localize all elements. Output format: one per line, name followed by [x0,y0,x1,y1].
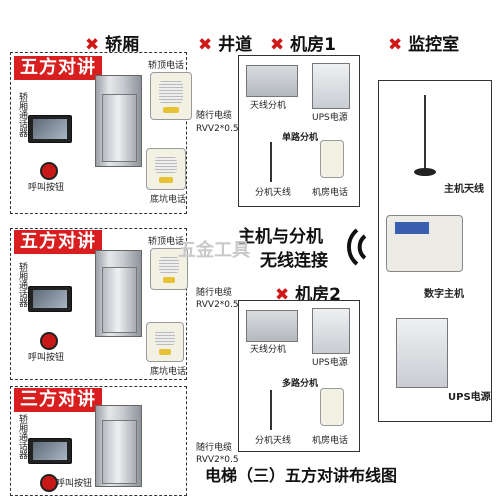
section1-frame [10,52,187,214]
wireless-signal-icon [346,228,367,266]
label-ups-2: UPS电源 [312,358,348,368]
top-phone-2 [150,248,188,290]
footer-title: 电梯（三）五方对讲布线图 [205,466,398,485]
section3-banner: 三方对讲 [14,388,102,412]
watermark: 五金工具 [178,240,250,261]
call-button-2 [40,332,58,350]
elevator-car-3 [95,405,142,487]
label-multi-ext: 多路分机 [282,379,319,389]
ext-antenna-1 [270,142,272,182]
ups-1 [312,63,350,109]
label-spec-2: RVV2*0.5 [196,300,239,310]
section2-frame [10,228,187,380]
label-ups-1: UPS电源 [312,113,348,123]
label-call-button-1: 呼叫按钮 [28,183,65,193]
ext-antenna-2 [270,390,272,430]
antenna-extension-1 [246,65,298,97]
car-intercom-1 [28,115,72,143]
header-monitor: ✖ 监控室 [388,35,460,55]
center-line2: 无线连接 [260,251,328,271]
label-top-phone-2: 轿顶电话 [148,237,185,247]
label-ext-antenna-1: 分机天线 [255,188,292,198]
label-room-phone-1: 机房电话 [312,188,349,198]
section1-banner: 五方对讲 [14,56,102,80]
antenna-extension-2 [246,310,298,342]
pit-phone-1 [146,148,186,190]
call-button-3 [40,474,58,492]
main-antenna [424,95,426,170]
label-antenna-ext-2: 天线分机 [250,345,287,355]
label-car-intercom-1: 轿厢通话器 [17,92,27,137]
ups-monitor [396,318,448,388]
room-phone-2 [320,388,344,426]
top-phone-1 [150,72,192,120]
main-antenna-base [414,168,436,176]
label-ext-antenna-2: 分机天线 [255,436,292,446]
center-line1: 主机与分机 [238,227,323,247]
pit-phone-2 [146,322,184,362]
header-car: ✖ 轿厢 [85,35,140,55]
label-cable-3: 随行电缆 [196,443,233,453]
label-top-phone-1: 轿顶电话 [148,61,185,71]
label-car-intercom-2: 轿厢通话器 [17,262,27,307]
digital-main-unit [386,215,463,272]
label-digital-main: 数字主机 [424,289,464,300]
section3-frame [10,386,187,496]
section2-banner: 五方对讲 [14,230,102,254]
label-spec-1: RVV2*0.5 [196,124,239,134]
call-button-1 [40,162,58,180]
label-pit-phone-2: 底坑电话 [150,367,187,377]
label-call-button-2: 呼叫按钮 [28,353,65,363]
header-shaft: ✖ 井道 [198,35,253,55]
car-intercom-2 [28,286,72,312]
label-spec-3: RVV2*0.5 [196,455,239,465]
label-main-antenna: 主机天线 [444,184,484,195]
label-single-ext: 单路分机 [282,133,319,143]
label-ups-monitor: UPS电源 [448,392,491,403]
label-call-button-3: 呼叫按钮 [56,479,93,489]
label-cable-1: 随行电缆 [196,111,233,121]
label-cable-2: 随行电缆 [196,288,233,298]
ups-2 [312,308,350,354]
elevator-car-2 [95,250,142,337]
label-room-phone-2: 机房电话 [312,436,349,446]
label-car-intercom-3: 轿厢通话器 [17,414,27,459]
elevator-car-1 [95,75,142,167]
room-phone-1 [320,140,344,178]
label-pit-phone-1: 底坑电话 [150,195,187,205]
label-antenna-ext-1: 天线分机 [250,101,287,111]
header-room1: ✖ 机房1 [270,35,337,55]
car-intercom-3 [28,438,72,464]
